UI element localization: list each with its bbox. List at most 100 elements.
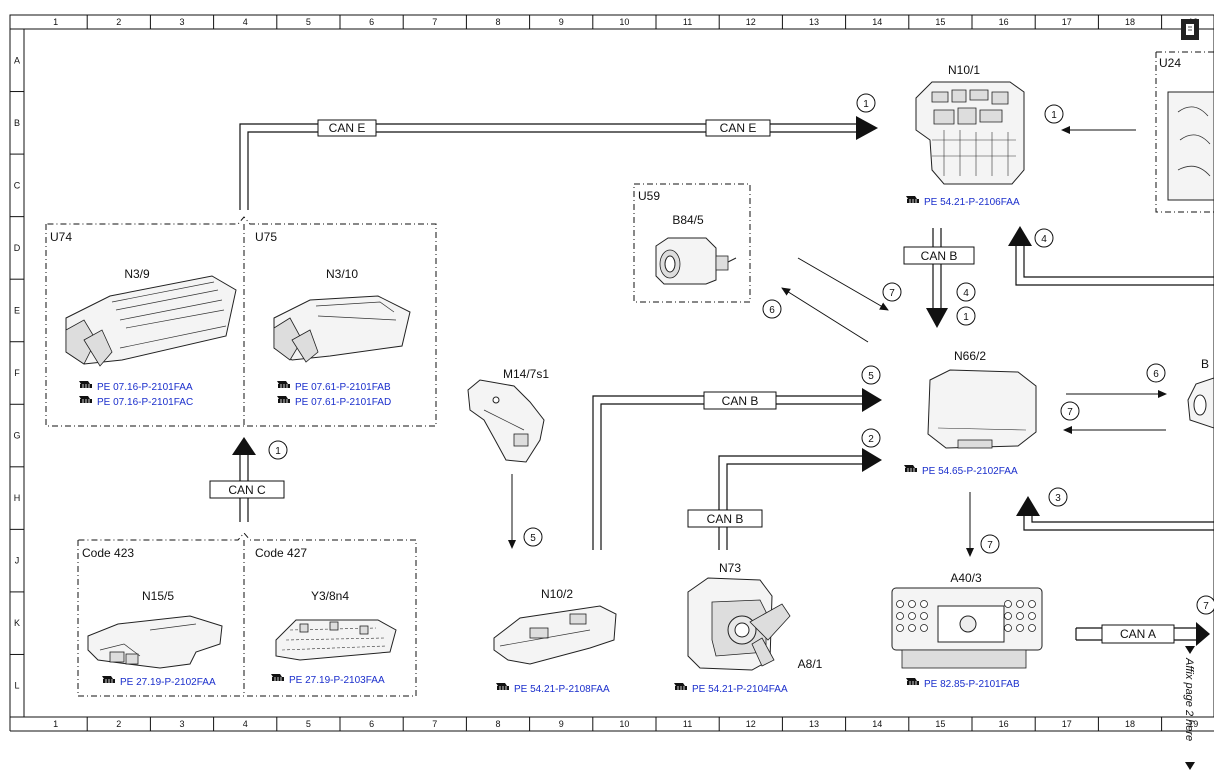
group-boxes bbox=[45, 51, 1214, 697]
ecu-n3-9-drawing bbox=[65, 275, 237, 367]
svg-text:CAN B: CAN B bbox=[707, 512, 744, 526]
grid-col-label: 8 bbox=[495, 719, 500, 729]
svg-text:3: 3 bbox=[1055, 493, 1061, 504]
svg-text:CAN B: CAN B bbox=[722, 394, 759, 408]
grid-col-label: 19 bbox=[1188, 719, 1198, 729]
camera-b84-5-drawing bbox=[655, 237, 737, 285]
ref-n3-10-1[interactable]: PE 07.61-P-2101FAB bbox=[276, 380, 391, 393]
grid-col-label: 1 bbox=[53, 17, 58, 27]
svg-text:PE 27.19-P-2102FAA: PE 27.19-P-2102FAA bbox=[120, 677, 216, 688]
radio-a40-3-drawing bbox=[891, 587, 1043, 669]
grid-col-label: 13 bbox=[809, 17, 819, 27]
ref-a40-3[interactable]: PE 82.85-P-2101FAB bbox=[905, 677, 1020, 690]
group-code-427: Code 427 bbox=[255, 546, 307, 560]
svg-text:PE 54.65-P-2102FAA: PE 54.65-P-2102FAA bbox=[922, 466, 1018, 477]
group-u59: U59 bbox=[638, 189, 660, 203]
margin-note: Affix page 2 here bbox=[1183, 646, 1195, 770]
svg-text:5: 5 bbox=[530, 533, 536, 544]
signal-number-s3-right: 3 bbox=[1048, 487, 1068, 507]
grid-col-label: 14 bbox=[872, 17, 882, 27]
device-edge-b-partial-drawing bbox=[1187, 377, 1214, 429]
grid-col-label: 17 bbox=[1062, 719, 1072, 729]
grid-col-label: 16 bbox=[999, 17, 1009, 27]
module-y3-8n4-drawing bbox=[275, 619, 397, 661]
grid-col-label: 15 bbox=[935, 719, 945, 729]
grid-row-label: G bbox=[13, 431, 20, 441]
ref-n73[interactable]: PE 54.21-P-2104FAA bbox=[673, 682, 788, 695]
grid-row-label: D bbox=[14, 243, 21, 253]
grid-row-label: C bbox=[14, 180, 21, 190]
svg-text:1: 1 bbox=[1051, 110, 1057, 121]
grid-col-label: 18 bbox=[1125, 17, 1135, 27]
label-y3-8n4: Y3/8n4 bbox=[311, 589, 349, 603]
grid-col-label: 10 bbox=[619, 719, 629, 729]
group-u74: U74 bbox=[50, 230, 72, 244]
svg-text:CAN A: CAN A bbox=[1120, 627, 1156, 641]
svg-text:CAN E: CAN E bbox=[329, 121, 366, 135]
ref-n66-2[interactable]: PE 54.65-P-2102FAA bbox=[903, 464, 1018, 477]
signal-number-s1-canc: 1 bbox=[268, 440, 288, 460]
grid-col-label: 17 bbox=[1062, 17, 1072, 27]
svg-text:7: 7 bbox=[1067, 407, 1073, 418]
bus-label-can-a: CAN A bbox=[1101, 624, 1175, 644]
grid-col-label: 9 bbox=[559, 17, 564, 27]
svg-text:2: 2 bbox=[868, 434, 874, 445]
svg-text:PE 27.19-P-2103FAA: PE 27.19-P-2103FAA bbox=[289, 675, 385, 686]
svg-text:1: 1 bbox=[275, 446, 281, 457]
grid-col-label: 6 bbox=[369, 17, 374, 27]
signal-number-s4-n10: 4 bbox=[1034, 228, 1054, 248]
ref-n3-10-2[interactable]: PE 07.61-P-2101FAD bbox=[276, 395, 391, 408]
svg-text:1: 1 bbox=[863, 99, 869, 110]
grid-col-label: 1 bbox=[53, 719, 58, 729]
ref-n3-9-2[interactable]: PE 07.16-P-2101FAC bbox=[78, 395, 193, 408]
switch-m14-7s1-drawing bbox=[467, 379, 545, 463]
grid-col-label: 12 bbox=[746, 719, 756, 729]
grid-col-label: 5 bbox=[306, 17, 311, 27]
module-n10-2-drawing bbox=[493, 605, 617, 665]
signal-number-s1-u24: 1 bbox=[1044, 104, 1064, 124]
signal-number-s5-m14: 5 bbox=[523, 527, 543, 547]
bus-label-can-b-m14: CAN B bbox=[703, 391, 777, 410]
grid-col-label: 13 bbox=[809, 719, 819, 729]
ref-n15-5[interactable]: PE 27.19-P-2102FAA bbox=[101, 675, 216, 688]
svg-text:7: 7 bbox=[1203, 601, 1209, 612]
ref-n10-2[interactable]: PE 54.21-P-2108FAA bbox=[495, 682, 610, 695]
label-n10-2: N10/2 bbox=[541, 587, 573, 601]
group-code-423: Code 423 bbox=[82, 546, 134, 560]
grid-row-label: L bbox=[14, 681, 19, 691]
svg-text:5: 5 bbox=[868, 371, 874, 382]
label-n3-9: N3/9 bbox=[124, 267, 150, 281]
svg-text:CAN E: CAN E bbox=[720, 121, 757, 135]
signal-number-s2-mid: 2 bbox=[861, 428, 881, 448]
grid-row-label: E bbox=[14, 305, 20, 315]
bus-label-can-c: CAN C bbox=[209, 480, 285, 499]
signal-number-s7-edge: 7 bbox=[1196, 595, 1214, 615]
grid-row-label: B bbox=[14, 118, 20, 128]
svg-text:7: 7 bbox=[987, 540, 993, 551]
svg-text:PE 07.61-P-2101FAB: PE 07.61-P-2101FAB bbox=[295, 382, 391, 393]
ignition-n73-drawing bbox=[687, 577, 791, 671]
label-m14-7s1: M14/7s1 bbox=[503, 367, 549, 381]
signal-number-s4-down: 4 bbox=[956, 282, 976, 302]
svg-text:Affix page 2 here: Affix page 2 here bbox=[1183, 657, 1195, 741]
signal-number-s7-right: 7 bbox=[1060, 401, 1080, 421]
ref-n10-1[interactable]: PE 54.21-P-2106FAA bbox=[905, 195, 1020, 208]
grid-col-label: 12 bbox=[746, 17, 756, 27]
label-n10-1: N10/1 bbox=[948, 63, 980, 77]
signal-number-s1-top: 1 bbox=[856, 93, 876, 113]
svg-text:PE 07.16-P-2101FAA: PE 07.16-P-2101FAA bbox=[97, 382, 193, 393]
ref-y3-8n4[interactable]: PE 27.19-P-2103FAA bbox=[270, 673, 385, 686]
ref-n3-9-1[interactable]: PE 07.16-P-2101FAA bbox=[78, 380, 193, 393]
signal-number-s6-right: 6 bbox=[1146, 363, 1166, 383]
svg-text:7: 7 bbox=[889, 288, 895, 299]
group-u75: U75 bbox=[255, 230, 277, 244]
module-n66-2-drawing bbox=[927, 369, 1037, 449]
signal-arrows bbox=[508, 126, 1167, 557]
svg-text:6: 6 bbox=[769, 305, 775, 316]
grid-row-label: H bbox=[14, 493, 21, 503]
grid-row-label: F bbox=[14, 368, 20, 378]
grid-col-label: 9 bbox=[559, 719, 564, 729]
